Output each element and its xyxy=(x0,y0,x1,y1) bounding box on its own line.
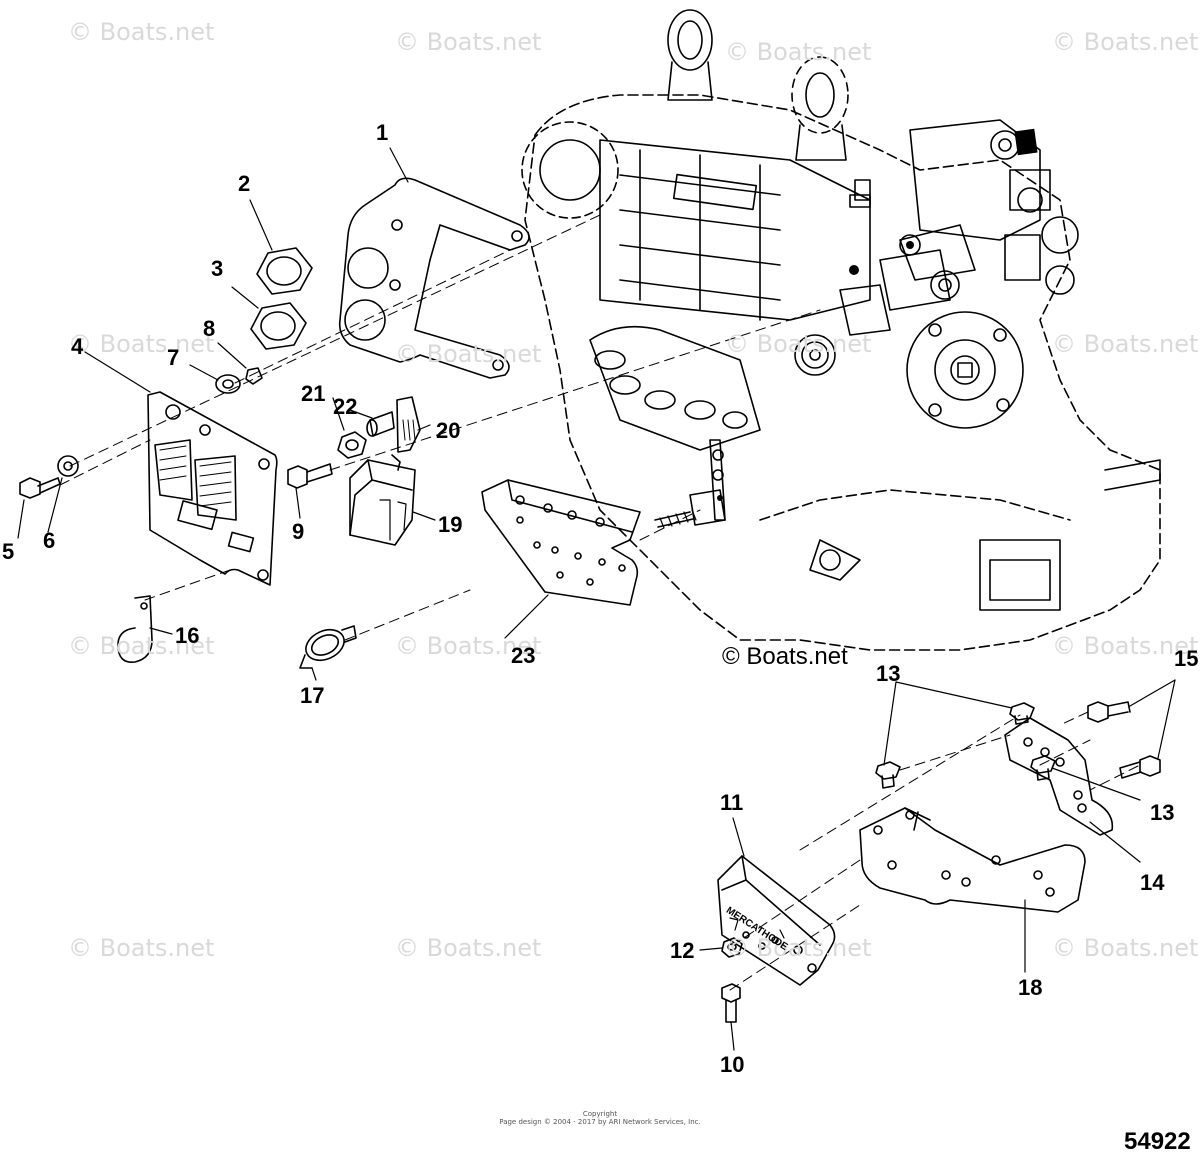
watermark: © Boats.net xyxy=(395,28,542,56)
callout-13b: 13 xyxy=(1150,800,1175,825)
part-14-bracket xyxy=(1004,717,1114,836)
watermark: © Boats.net xyxy=(68,934,215,962)
callout-13a: 13 xyxy=(876,661,901,686)
part-15-bolt-a xyxy=(1087,701,1131,723)
callout-5: 5 xyxy=(2,539,15,564)
callout-10: 10 xyxy=(720,1052,745,1077)
callout-4: 4 xyxy=(71,334,84,359)
watermark: © Boats.net xyxy=(68,632,215,660)
part-9-bolt xyxy=(287,463,333,489)
part-5-bolt xyxy=(19,477,61,499)
callout-15: 15 xyxy=(1174,646,1199,671)
callout-20: 20 xyxy=(436,418,461,443)
watermark: © Boats.net xyxy=(725,330,872,358)
callout-19: 19 xyxy=(438,512,463,537)
callout-3: 3 xyxy=(211,256,224,281)
part-19-relay xyxy=(349,454,416,546)
watermark: © Boats.net xyxy=(395,340,542,368)
watermark: © Boats.net xyxy=(395,934,542,962)
callout-6: 6 xyxy=(43,528,56,553)
callout-17: 17 xyxy=(300,683,325,708)
part-2-nut xyxy=(256,247,313,295)
part-13-bolt-b xyxy=(875,761,901,789)
part-23-bracket xyxy=(481,479,641,606)
part-13-bolt-c xyxy=(1030,755,1056,781)
watermark: © Boats.net xyxy=(725,38,872,66)
part-12-nut xyxy=(721,937,743,958)
leader-lines xyxy=(17,147,1176,1051)
part-17-clamp xyxy=(299,625,357,669)
part-7-grommet xyxy=(215,374,241,394)
callout-11: 11 xyxy=(720,790,744,815)
callout-22: 22 xyxy=(333,394,358,419)
callout-1: 1 xyxy=(376,120,389,145)
callout-18: 18 xyxy=(1018,975,1043,1000)
diagram-id: 54922 xyxy=(1124,1128,1191,1155)
watermark: © Boats.net xyxy=(68,330,215,358)
part-21-nut xyxy=(337,431,367,459)
callout-21: 21 xyxy=(301,381,326,406)
part-22-bolt xyxy=(366,411,395,437)
part-1-bracket xyxy=(338,177,530,379)
part-8-nut xyxy=(245,367,263,385)
callout-2: 2 xyxy=(238,171,251,196)
watermark: © Boats.net xyxy=(395,632,542,660)
watermark: © Boats.net xyxy=(1052,934,1199,962)
part-20-clip xyxy=(396,396,421,453)
watermark: © Boats.net xyxy=(725,934,872,962)
callout-16: 16 xyxy=(175,623,200,648)
main-watermark: © Boats.net xyxy=(722,643,848,670)
part-4-ecm xyxy=(147,391,278,586)
callout-9: 9 xyxy=(292,519,305,544)
watermark: © Boats.net xyxy=(1052,632,1199,660)
part-18-bracket xyxy=(859,807,1086,913)
part-3-nut xyxy=(250,302,307,350)
copyright-line-1: Copyright xyxy=(582,1110,618,1118)
part-15-bolt-b xyxy=(1119,755,1161,779)
part-13-bolt-a xyxy=(1009,702,1035,725)
watermark: © Boats.net xyxy=(1052,28,1199,56)
callout-8: 8 xyxy=(203,316,216,341)
callout-12: 12 xyxy=(670,938,695,963)
part-16-clamp xyxy=(117,595,153,663)
watermark: © Boats.net xyxy=(68,18,215,46)
engine-block xyxy=(521,9,1161,651)
watermark: © Boats.net xyxy=(1052,330,1199,358)
callout-23: 23 xyxy=(511,643,536,668)
part-6-washer xyxy=(57,455,79,477)
callout-7: 7 xyxy=(167,345,180,370)
callout-14: 14 xyxy=(1140,870,1165,895)
assembly-lines xyxy=(59,214,1139,991)
copyright-line-2: Page design © 2004 - 2017 by ARI Network… xyxy=(499,1118,701,1126)
